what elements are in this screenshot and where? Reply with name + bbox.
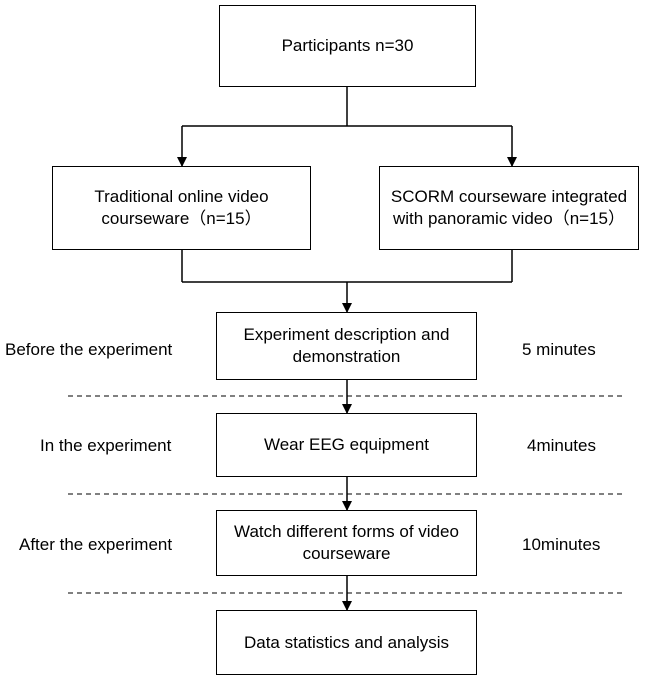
group-traditional-box: Traditional online video courseware（n=15… xyxy=(52,166,311,250)
group-scorm-box: SCORM courseware integrated with panoram… xyxy=(379,166,639,250)
duration-during: 4minutes xyxy=(527,436,596,455)
stage-label-before: Before the experiment xyxy=(5,340,173,359)
group-traditional-label: Traditional online video courseware（n=15… xyxy=(94,187,269,228)
participants-label: Participants n=30 xyxy=(281,36,414,55)
eeg-label: Wear EEG equipment xyxy=(263,435,430,454)
eeg-box: Wear EEG equipment xyxy=(216,413,477,477)
description-label: Experiment description and demonstration xyxy=(243,325,450,366)
group-scorm-label: SCORM courseware integrated with panoram… xyxy=(390,187,628,228)
analysis-label: Data statistics and analysis xyxy=(243,632,450,652)
stage-label-after: After the experiment xyxy=(19,535,173,554)
stage-label-during: In the experiment xyxy=(40,436,172,455)
participants-box: Participants n=30 xyxy=(219,5,476,87)
watch-label: Watch different forms of video coursewar… xyxy=(234,522,459,563)
description-box: Experiment description and demonstration xyxy=(216,312,477,380)
analysis-box: Data statistics and analysis xyxy=(216,610,477,675)
watch-box: Watch different forms of video coursewar… xyxy=(216,510,477,576)
duration-after: 10minutes xyxy=(522,535,601,554)
duration-before: 5 minutes xyxy=(522,340,596,359)
